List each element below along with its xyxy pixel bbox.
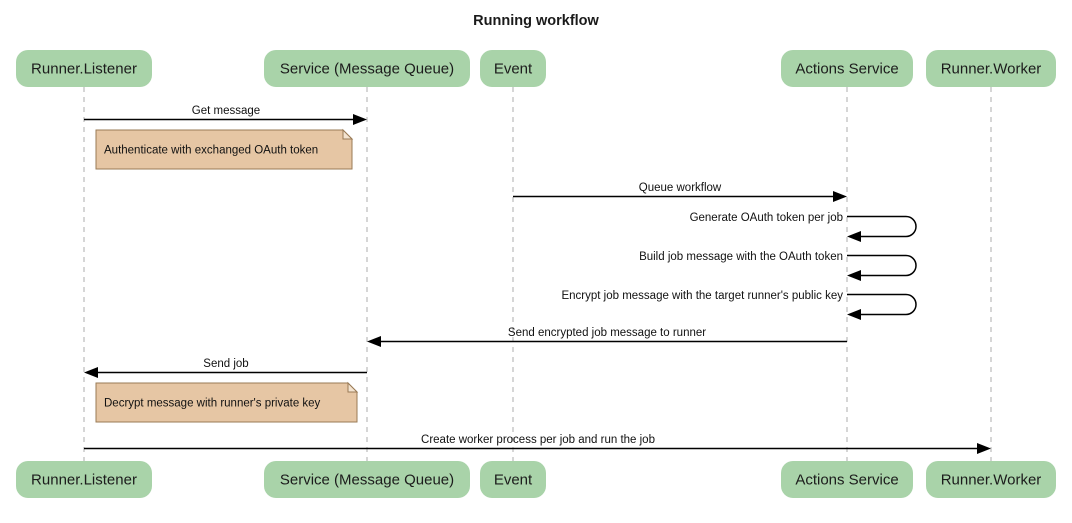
participant-label: Runner.Worker <box>941 471 1042 488</box>
message-build-job-message: Build job message with the OAuth token <box>639 251 917 281</box>
participant-box[interactable] <box>264 461 470 498</box>
note-shape <box>95 382 358 423</box>
participant-box[interactable] <box>480 461 546 498</box>
participant-runner-worker-top[interactable]: Runner.Worker <box>926 50 1056 87</box>
note-label: Decrypt message with runner's private ke… <box>104 398 321 410</box>
note-label: Authenticate with exchanged OAuth token <box>104 145 318 157</box>
note-shape <box>95 129 353 170</box>
message-label: Queue workflow <box>639 182 722 194</box>
message-self-loop <box>847 293 917 316</box>
participant-box[interactable] <box>264 50 470 87</box>
message-encrypt-job-message: Encrypt job message with the target runn… <box>561 290 917 320</box>
message-label: Encrypt job message with the target runn… <box>561 290 843 302</box>
message-label: Get message <box>192 105 260 117</box>
arrowhead-right-icon <box>977 443 991 454</box>
participant-label: Service (Message Queue) <box>280 60 454 77</box>
note-fold-corner-icon <box>342 128 354 140</box>
participant-label: Service (Message Queue) <box>280 471 454 488</box>
arrowhead-right-icon <box>833 191 847 202</box>
participant-service-message-queue-bottom[interactable]: Service (Message Queue) <box>264 461 470 498</box>
participant-box[interactable] <box>480 50 546 87</box>
arrowhead-left-icon <box>367 336 381 347</box>
message-label: Send encrypted job message to runner <box>508 327 706 339</box>
message-queue-workflow: Queue workflow <box>513 182 847 202</box>
message-label: Send job <box>203 358 248 370</box>
message-self-loop <box>847 254 917 277</box>
participant-box[interactable] <box>16 461 152 498</box>
note-authenticate: Authenticate with exchanged OAuth token <box>95 128 354 170</box>
message-send-encrypted-job: Send encrypted job message to runner <box>367 327 847 347</box>
message-get-message: Get message <box>84 105 367 125</box>
participant-service-message-queue-top[interactable]: Service (Message Queue) <box>264 50 470 87</box>
message-send-job: Send job <box>84 358 367 378</box>
arrowhead-left-icon <box>847 270 861 281</box>
note-decrypt: Decrypt message with runner's private ke… <box>95 381 359 423</box>
participant-box[interactable] <box>926 50 1056 87</box>
participant-box[interactable] <box>926 461 1056 498</box>
message-label: Generate OAuth token per job <box>690 212 843 224</box>
message-self-loop <box>847 215 917 238</box>
participant-actions-service-bottom[interactable]: Actions Service <box>781 461 913 498</box>
arrowhead-left-icon <box>847 309 861 320</box>
participant-box[interactable] <box>16 50 152 87</box>
participant-label: Runner.Listener <box>31 60 137 77</box>
participant-runner-worker-bottom[interactable]: Runner.Worker <box>926 461 1056 498</box>
participant-label: Event <box>494 471 533 488</box>
message-create-worker-process: Create worker process per job and run th… <box>84 434 991 454</box>
message-label: Build job message with the OAuth token <box>639 251 843 263</box>
participant-label: Actions Service <box>795 60 898 77</box>
participant-runner-listener-bottom[interactable]: Runner.Listener <box>16 461 152 498</box>
diagram-title: Running workflow <box>473 13 599 29</box>
participant-event-top[interactable]: Event <box>480 50 546 87</box>
participant-label: Runner.Listener <box>31 471 137 488</box>
participant-label: Actions Service <box>795 471 898 488</box>
participant-event-bottom[interactable]: Event <box>480 461 546 498</box>
participant-box[interactable] <box>781 461 913 498</box>
message-generate-oauth-token: Generate OAuth token per job <box>690 212 917 242</box>
arrowhead-left-icon <box>84 367 98 378</box>
participant-label: Event <box>494 60 533 77</box>
participant-runner-listener-top[interactable]: Runner.Listener <box>16 50 152 87</box>
message-label: Create worker process per job and run th… <box>421 434 655 446</box>
arrowhead-left-icon <box>847 231 861 242</box>
arrowhead-right-icon <box>353 114 367 125</box>
participant-box[interactable] <box>781 50 913 87</box>
participant-label: Runner.Worker <box>941 60 1042 77</box>
note-fold-corner-icon <box>347 381 359 393</box>
participant-actions-service-top[interactable]: Actions Service <box>781 50 913 87</box>
